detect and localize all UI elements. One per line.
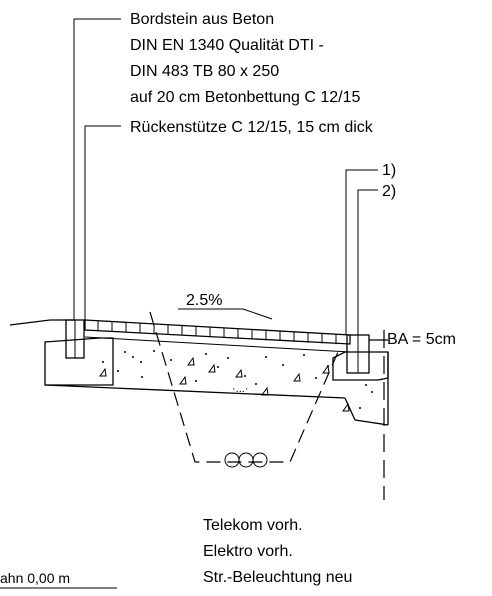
- ref-label-2: 2): [382, 183, 396, 200]
- material-labels: Bordstein aus Beton DIN EN 1340 Qualität…: [130, 11, 374, 136]
- three-circle-cables-icon: [224, 452, 268, 468]
- aggregate-pattern: ·...·: [99, 350, 373, 412]
- utility-label-elektro: Elektro vorh.: [203, 543, 293, 560]
- right-curb: [332, 334, 389, 381]
- material-label-4: auf 20 cm Betonbettung C 12/15: [130, 89, 360, 106]
- slope-label: 2.5%: [186, 292, 222, 309]
- ground-line-left: [9, 319, 74, 326]
- leader-backing-left: [84, 125, 121, 320]
- aggregate-dots-text: ·...·: [232, 383, 249, 395]
- leader-ref2: [357, 189, 378, 335]
- ref-label-1: 1): [382, 162, 396, 179]
- material-label-1: Bordstein aus Beton: [130, 11, 274, 28]
- material-label-2: DIN EN 1340 Qualität DTI -: [130, 37, 324, 54]
- paving-band: [84, 319, 351, 353]
- ba-label: BA = 5cm: [387, 331, 456, 348]
- base-course: [44, 352, 389, 426]
- backing-label: Rückenstütze C 12/15, 15 cm dick: [130, 119, 374, 136]
- right-foundation: [332, 351, 389, 381]
- leader-ref1: [345, 169, 378, 335]
- bottom-left-label: ahn 0,00 m: [0, 570, 70, 586]
- left-curb: [44, 319, 114, 386]
- utility-label-lighting: Str.-Beleuchtung neu: [203, 569, 352, 586]
- leader-lines: [73, 18, 378, 335]
- material-label-3: DIN 483 TB 80 x 250: [130, 63, 279, 80]
- utility-labels: Telekom vorh. Elektro vorh. Str.-Beleuch…: [203, 517, 352, 586]
- slope-arrow-icon: [178, 308, 273, 320]
- leader-curb-left: [73, 18, 121, 320]
- utility-label-telekom: Telekom vorh.: [203, 517, 303, 534]
- left-foundation: [44, 337, 114, 386]
